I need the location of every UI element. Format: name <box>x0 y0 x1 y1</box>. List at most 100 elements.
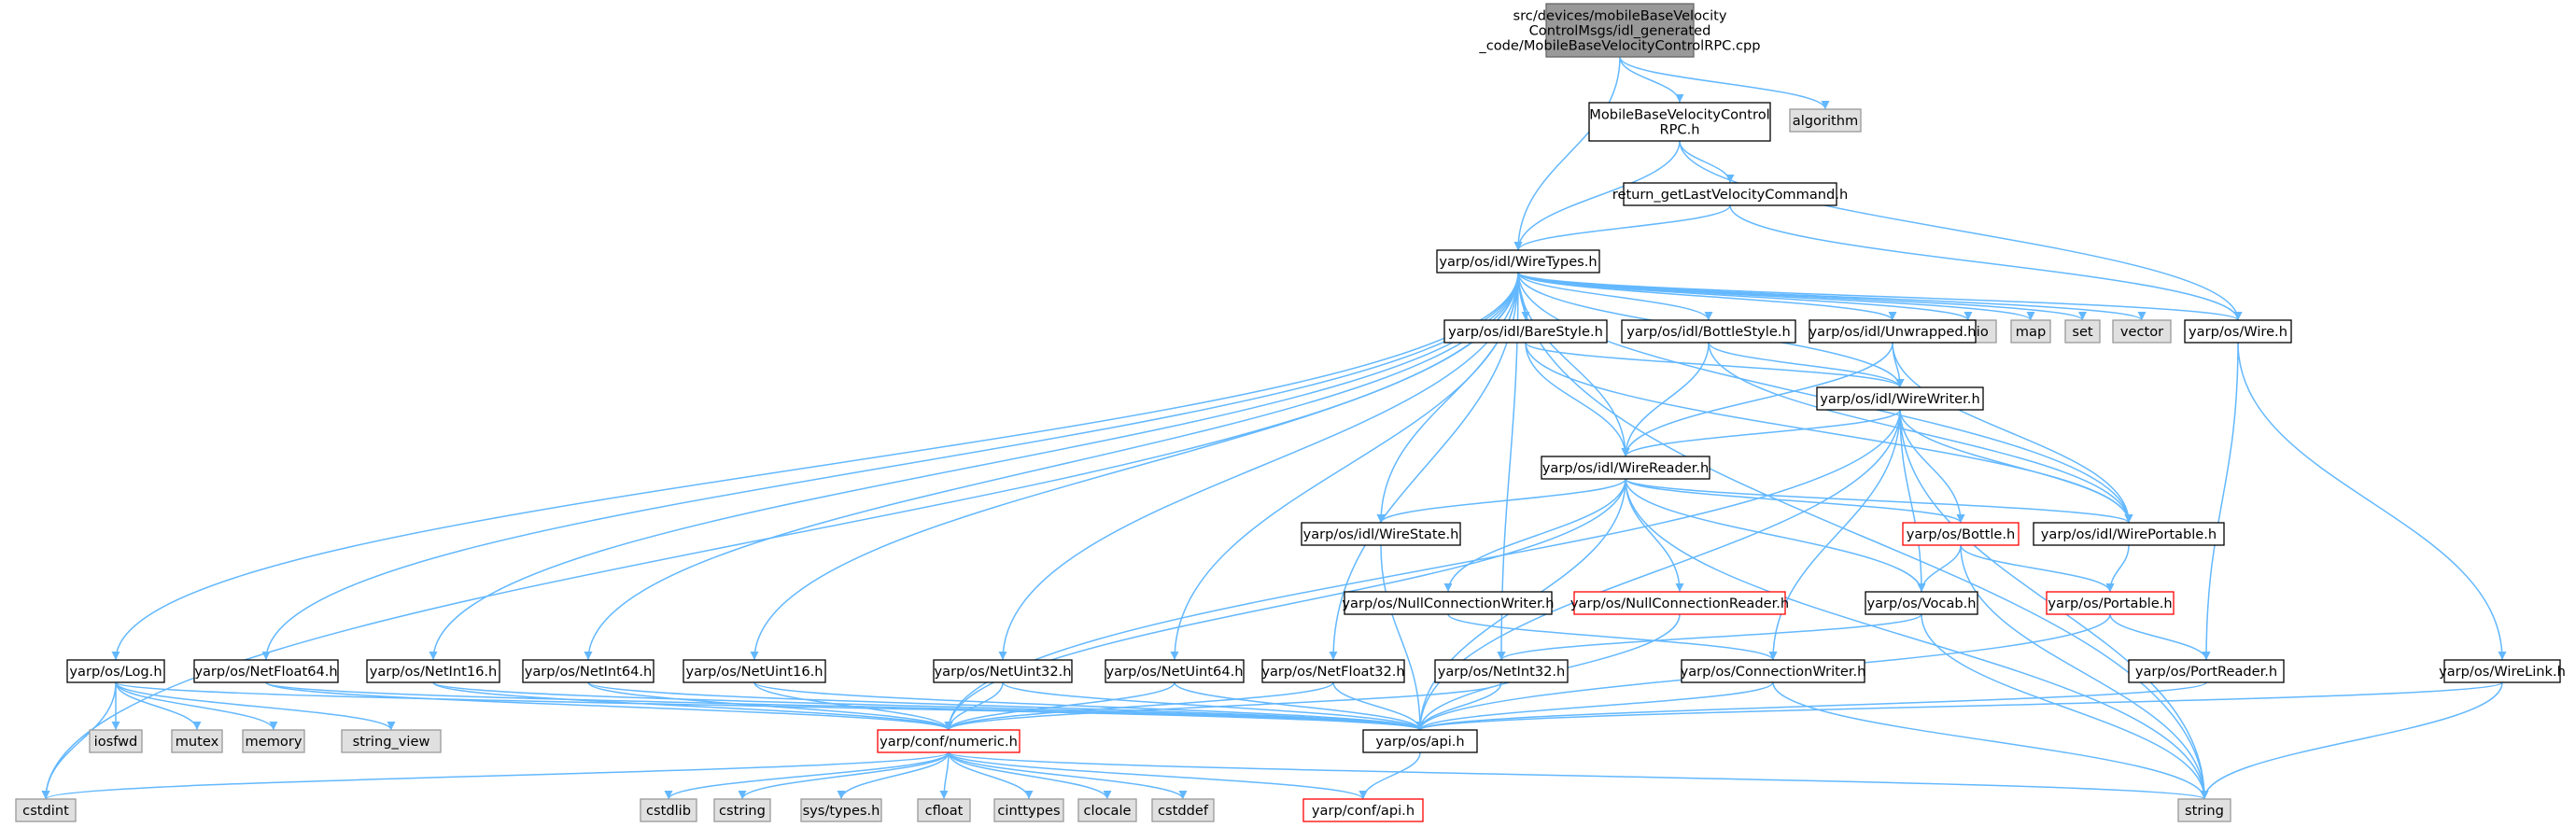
node-box <box>1623 182 1837 206</box>
node-barestyle[interactable]: yarp/os/idl/BareStyle.h <box>1443 319 1608 344</box>
node-iosfwd[interactable]: iosfwd <box>89 729 143 753</box>
node-wirereader[interactable]: yarp/os/idl/WireReader.h <box>1541 456 1710 480</box>
node-retvel[interactable]: return_getLastVelocityCommand.h <box>1612 182 1848 206</box>
node-label: yarp/os/Wire.h <box>2189 324 2287 340</box>
node-box <box>1151 798 1215 822</box>
node-map[interactable]: map <box>2010 319 2051 344</box>
node-box <box>2010 319 2051 344</box>
node-netint32[interactable]: yarp/os/NetInt32.h <box>1434 659 1569 683</box>
node-label: yarp/os/NullConnectionReader.h <box>1570 596 1789 611</box>
node-root[interactable]: src/devices/mobileBaseVelocityControlMsg… <box>1478 3 1761 58</box>
node-box <box>15 798 77 822</box>
edge-wire-to-wirelink <box>2237 342 2507 661</box>
node-label: yarp/os/NetFloat32.h <box>1261 664 1404 680</box>
node-algorithm[interactable]: algorithm <box>1789 108 1862 133</box>
node-label: cfloat <box>925 803 964 819</box>
node-vector[interactable]: vector <box>2112 319 2172 344</box>
node-portable[interactable]: yarp/os/Portable.h <box>2046 591 2175 615</box>
node-label: yarp/os/PortReader.h <box>2135 664 2277 680</box>
edge-numeric-to-systypes <box>837 751 950 800</box>
node-box <box>1344 591 1553 615</box>
edge-wiretypes-to-string <box>1517 272 2209 800</box>
node-box <box>640 798 697 822</box>
node-confapi[interactable]: yarp/conf/api.h <box>1302 798 1424 822</box>
edge-wirereader-to-nullcr <box>1625 478 1684 593</box>
node-label: cstdint <box>22 803 69 819</box>
node-log[interactable]: yarp/os/Log.h <box>66 659 165 683</box>
node-netuint16[interactable]: yarp/os/NetUint16.h <box>683 659 826 683</box>
node-systypes[interactable]: sys/types.h <box>800 798 882 822</box>
edge-netuint16-to-numeric <box>753 681 953 731</box>
node-label: yarp/os/NetUint64.h <box>1106 664 1244 680</box>
node-label: algorithm <box>1793 113 1858 129</box>
edge-barestyle-to-wirereader <box>1525 342 1630 457</box>
node-bottlestyle[interactable]: yarp/os/idl/BottleStyle.h <box>1621 319 1796 344</box>
node-label: vector <box>2120 324 2163 340</box>
node-label: yarp/os/Bottle.h <box>1907 526 2016 542</box>
edge-numeric-to-string <box>948 751 2208 800</box>
edge-netint16-to-api <box>432 681 1425 731</box>
node-netuint32[interactable]: yarp/os/NetUint32.h <box>933 659 1073 683</box>
node-label: yarp/conf/api.h <box>1312 803 1415 819</box>
node-netfloat64[interactable]: yarp/os/NetFloat64.h <box>193 659 339 683</box>
node-cstdlib[interactable]: cstdlib <box>640 798 697 822</box>
node-netint16[interactable]: yarp/os/NetInt16.h <box>366 659 500 683</box>
node-nullcr[interactable]: yarp/os/NullConnectionReader.h <box>1570 591 1789 615</box>
node-wirelink[interactable]: yarp/os/WireLink.h <box>2439 659 2566 683</box>
node-memory[interactable]: memory <box>242 729 305 753</box>
node-wire[interactable]: yarp/os/Wire.h <box>2184 319 2292 344</box>
edge-netuint16-to-api <box>753 681 1425 731</box>
node-label: cinttypes <box>997 803 1060 819</box>
edge-api-to-confapi <box>1358 751 1421 800</box>
node-label: return_getLastVelocityCommand.h <box>1612 187 1848 203</box>
node-box <box>933 659 1073 683</box>
node-clocale[interactable]: clocale <box>1077 798 1137 822</box>
edge-numeric-to-cfloat <box>939 751 950 800</box>
node-cstddef[interactable]: cstddef <box>1151 798 1215 822</box>
node-box <box>1434 659 1569 683</box>
node-box <box>2128 659 2285 683</box>
node-cfloat[interactable]: cfloat <box>917 798 971 822</box>
node-portreader[interactable]: yarp/os/PortReader.h <box>2128 659 2285 683</box>
node-wiretypes[interactable]: yarp/os/idl/WireTypes.h <box>1436 249 1600 274</box>
node-label: yarp/os/idl/WireState.h <box>1303 526 1459 542</box>
node-wireportable[interactable]: yarp/os/idl/WirePortable.h <box>2033 522 2225 546</box>
node-api[interactable]: yarp/os/api.h <box>1362 729 1478 753</box>
node-netfloat32[interactable]: yarp/os/NetFloat32.h <box>1261 659 1405 683</box>
node-connwriter[interactable]: yarp/os/ConnectionWriter.h <box>1681 659 1866 683</box>
node-wirestate[interactable]: yarp/os/idl/WireState.h <box>1301 522 1461 546</box>
node-cstdint[interactable]: cstdint <box>15 798 77 822</box>
edge-wiretypes-to-unwrapped <box>1517 272 1897 321</box>
edge-numeric-to-clocale <box>948 751 1112 800</box>
node-cinttypes[interactable]: cinttypes <box>993 798 1064 822</box>
node-box <box>1809 319 1977 344</box>
node-bottle[interactable]: yarp/os/Bottle.h <box>1902 522 2020 546</box>
node-string[interactable]: string <box>2177 798 2231 822</box>
edge-netint32-to-numeric <box>944 681 1502 731</box>
edge-wiretypes-to-map <box>1517 272 2035 321</box>
node-vocab[interactable]: yarp/os/Vocab.h <box>1865 591 1978 615</box>
node-string-view[interactable]: string_view <box>341 729 442 753</box>
edge-numeric-to-confapi <box>948 751 1368 800</box>
node-nullcw[interactable]: yarp/os/NullConnectionWriter.h <box>1342 591 1555 615</box>
node-set[interactable]: set <box>2064 319 2101 344</box>
edge-portreader-to-api <box>1415 681 2207 731</box>
edge-netint64-to-numeric <box>587 681 953 731</box>
node-label: string_view <box>353 734 430 750</box>
node-label: yarp/os/idl/BareStyle.h <box>1448 324 1603 340</box>
edge-numeric-to-cinttypes <box>948 751 1034 800</box>
node-label: yarp/os/idl/WireReader.h <box>1542 460 1710 476</box>
node-mbvc[interactable]: MobileBaseVelocityControlRPC.h <box>1588 102 1771 142</box>
edge-netfloat64-to-numeric <box>265 681 953 731</box>
node-netuint64[interactable]: yarp/os/NetUint64.h <box>1105 659 1245 683</box>
node-label: clocale <box>1083 803 1131 819</box>
node-wirewriter[interactable]: yarp/os/idl/WireWriter.h <box>1816 386 1984 411</box>
node-netint64[interactable]: yarp/os/NetInt64.h <box>522 659 655 683</box>
edge-portable-to-portreader <box>2109 613 2211 661</box>
node-unwrapped[interactable]: yarp/os/idl/Unwrapped.h <box>1809 319 1977 344</box>
node-cstring[interactable]: cstring <box>713 798 771 822</box>
node-numeric[interactable]: yarp/conf/numeric.h <box>877 729 1021 753</box>
node-box <box>1588 102 1771 142</box>
node-box <box>800 798 882 822</box>
node-mutex[interactable]: mutex <box>171 729 223 753</box>
